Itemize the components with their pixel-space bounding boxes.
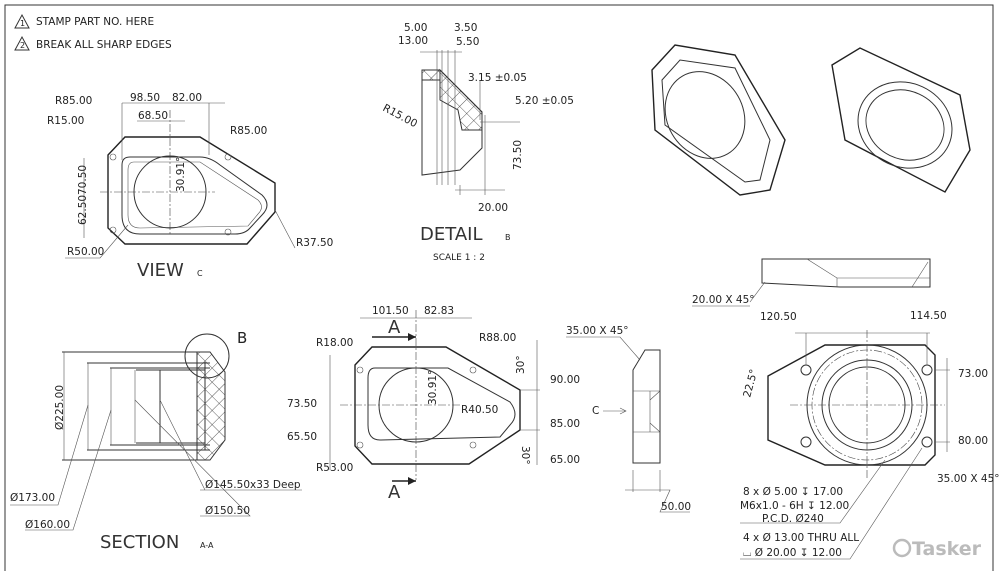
sheet-border bbox=[4, 4, 994, 571]
callout-text: P.C.D. Ø240 bbox=[762, 513, 824, 525]
view-title: VIEW bbox=[137, 260, 184, 281]
right-view: 120.50 114.50 22.5° 73.00 80.00 35.00 X … bbox=[740, 310, 1000, 560]
dim-label: 65.50 bbox=[287, 431, 317, 443]
watermark: Tasker bbox=[892, 538, 982, 560]
callout-text: 4 x Ø 13.00 THRU ALL bbox=[743, 532, 859, 544]
view-suffix: A-A bbox=[200, 541, 214, 550]
dim-label: 101.50 bbox=[372, 305, 409, 317]
dim-label: Ø173.00 bbox=[10, 492, 55, 504]
dim-label: 5.20 ±0.05 bbox=[515, 95, 574, 107]
dim-label: R50.00 bbox=[67, 246, 104, 258]
dim-label: R53.00 bbox=[316, 462, 353, 474]
dim-label: R18.00 bbox=[316, 337, 353, 349]
detail-scale: SCALE 1 : 2 bbox=[433, 253, 485, 263]
section-mark: A bbox=[388, 482, 401, 503]
view-c: R85.00 R15.00 98.50 82.00 68.50 R85.00 7… bbox=[47, 92, 333, 281]
dim-label: 114.50 bbox=[910, 310, 947, 322]
dim-label: R15.00 bbox=[47, 115, 84, 127]
dim-label: 30.91° bbox=[427, 370, 439, 405]
tasker-logo-icon bbox=[892, 538, 912, 558]
dim-label: 70.50 bbox=[77, 165, 89, 195]
dim-label: 3.15 ±0.05 bbox=[468, 72, 527, 84]
top-side-view: 20.00 X 45° bbox=[692, 258, 931, 307]
section-a-a: B Ø225.00 Ø173.00 Ø160.00 Ø145.50x33 Dee… bbox=[10, 329, 302, 553]
watermark-text: Tasker bbox=[912, 538, 982, 560]
dim-label: Ø225.00 bbox=[54, 385, 66, 430]
dim-label: 30° bbox=[519, 446, 531, 465]
dim-label: 82.00 bbox=[172, 92, 202, 104]
note-triangle-icon bbox=[14, 13, 30, 29]
dim-label: 3.50 bbox=[454, 22, 477, 34]
dim-label: 50.00 bbox=[661, 501, 691, 513]
dim-label: Ø160.00 bbox=[25, 519, 70, 531]
dim-label: 30.91° bbox=[175, 157, 187, 192]
dim-label: 20.00 X 45° bbox=[692, 294, 755, 306]
isometric-views bbox=[651, 44, 971, 196]
dim-label: 35.00 X 45° bbox=[566, 325, 629, 337]
dim-label: R37.50 bbox=[296, 237, 333, 249]
dim-label: R85.00 bbox=[230, 125, 267, 137]
detail-callout-label: B bbox=[237, 329, 247, 347]
dim-label: R40.50 bbox=[461, 404, 498, 416]
view-title: DETAIL bbox=[420, 224, 482, 245]
dim-label: 80.00 bbox=[958, 435, 988, 447]
dim-label: R15.00 bbox=[381, 102, 420, 130]
notes: 1 STAMP PART NO. HERE 2 BREAK ALL SHARP … bbox=[14, 13, 172, 51]
dim-label: 35.00 X 45° bbox=[937, 473, 1000, 485]
note-text: STAMP PART NO. HERE bbox=[36, 16, 154, 28]
note-number: 2 bbox=[20, 41, 25, 50]
note-number: 1 bbox=[20, 19, 25, 28]
callout-text: M6x1.0 - 6H ↧ 12.00 bbox=[740, 500, 849, 512]
dim-label: 73.50 bbox=[512, 140, 524, 170]
front-view: 101.50 82.83 A A R18.00 R88.00 30° 90.00… bbox=[287, 305, 580, 503]
dim-label: 120.50 bbox=[760, 311, 797, 323]
section-arrow-icon bbox=[408, 333, 416, 485]
dim-label: 20.00 bbox=[478, 202, 508, 214]
view-suffix: C bbox=[197, 269, 203, 278]
dim-label: 5.50 bbox=[456, 36, 479, 48]
dim-label: 13.00 bbox=[398, 35, 428, 47]
dim-label: 62.50 bbox=[77, 195, 89, 225]
callout-text: 8 x Ø 5.00 ↧ 17.00 bbox=[743, 486, 843, 498]
dim-label: 68.50 bbox=[138, 110, 168, 122]
dim-label: 82.83 bbox=[424, 305, 454, 317]
dim-label: 73.50 bbox=[287, 398, 317, 410]
dim-label: Ø150.50 bbox=[205, 505, 250, 517]
side-view: 35.00 X 45° C 50.00 bbox=[566, 325, 691, 513]
arrow-icon bbox=[603, 407, 627, 415]
dim-label: R88.00 bbox=[479, 332, 516, 344]
callout-text: ⌴ Ø 20.00 ↧ 12.00 bbox=[743, 547, 842, 559]
dim-label: 30° bbox=[515, 355, 527, 374]
note-triangle-icon bbox=[14, 35, 30, 51]
view-arrow-label: C bbox=[592, 405, 599, 417]
dim-label: 98.50 bbox=[130, 92, 160, 104]
dim-label: 22.5° bbox=[741, 368, 760, 399]
view-suffix: B bbox=[505, 233, 511, 242]
dim-label: Ø145.50x33 Deep bbox=[205, 479, 301, 491]
dim-label: 73.00 bbox=[958, 368, 988, 380]
dim-label: 65.00 bbox=[550, 454, 580, 466]
view-title: SECTION bbox=[100, 532, 179, 553]
dim-label: 90.00 bbox=[550, 374, 580, 386]
dim-label: 85.00 bbox=[550, 418, 580, 430]
detail-b: 5.00 3.50 13.00 5.50 3.15 ±0.05 5.20 ±0.… bbox=[381, 22, 574, 263]
note-text: BREAK ALL SHARP EDGES bbox=[36, 39, 172, 51]
section-mark: A bbox=[388, 317, 401, 338]
dim-label: R85.00 bbox=[55, 95, 92, 107]
dim-label: 5.00 bbox=[404, 22, 427, 34]
